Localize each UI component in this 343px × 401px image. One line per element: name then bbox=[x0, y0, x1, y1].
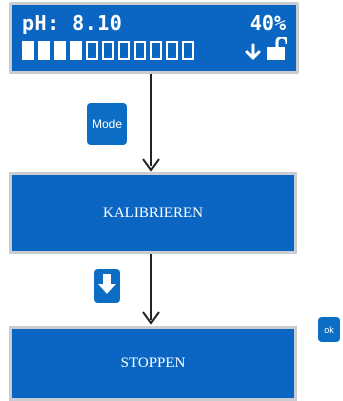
mode-button-label: Mode bbox=[91, 117, 123, 131]
connector-arrow-icon bbox=[142, 311, 160, 325]
level-bar-filled bbox=[54, 41, 66, 60]
level-bar-empty bbox=[182, 41, 194, 60]
level-bar-filled bbox=[22, 41, 34, 60]
level-bar-empty bbox=[134, 41, 146, 60]
menu-item-label: KALIBRIEREN bbox=[103, 204, 203, 221]
level-bar-empty bbox=[102, 41, 114, 60]
connector-arrow-icon bbox=[142, 158, 160, 172]
menu-item-stoppen[interactable]: STOPPEN bbox=[9, 326, 297, 401]
ph-reading: pH: 8.10 bbox=[22, 11, 123, 35]
lcd-display: pH: 8.10 40% bbox=[9, 2, 299, 74]
mode-button[interactable]: Mode bbox=[87, 103, 127, 145]
unlocked-padlock-icon bbox=[267, 35, 289, 65]
ok-button[interactable]: ok bbox=[318, 317, 340, 342]
level-bar-empty bbox=[166, 41, 178, 60]
level-bars bbox=[22, 41, 194, 60]
level-bar-empty bbox=[118, 41, 130, 60]
lcd-icons bbox=[245, 35, 289, 65]
ok-button-label: ok bbox=[324, 324, 334, 335]
level-bar-empty bbox=[150, 41, 162, 60]
menu-item-label: STOPPEN bbox=[120, 355, 186, 371]
level-bar-filled bbox=[38, 41, 50, 60]
dosing-percent: 40% bbox=[249, 11, 286, 35]
arrow-down-icon bbox=[245, 43, 261, 65]
connector-line bbox=[150, 74, 152, 166]
arrow-down-icon bbox=[98, 273, 116, 300]
connector-line bbox=[150, 254, 152, 320]
down-button[interactable] bbox=[94, 269, 120, 303]
menu-item-kalibrieren[interactable]: KALIBRIEREN bbox=[9, 172, 297, 254]
level-bar-filled bbox=[70, 41, 82, 60]
level-bar-empty bbox=[86, 41, 98, 60]
